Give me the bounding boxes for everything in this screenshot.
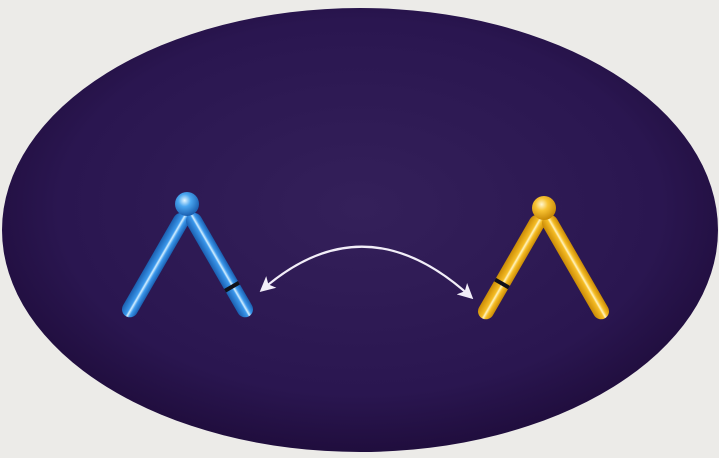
yellow-chromosome-centromere: [532, 196, 556, 220]
background-oval: [2, 8, 718, 452]
blue-chromosome-centromere: [175, 192, 199, 216]
